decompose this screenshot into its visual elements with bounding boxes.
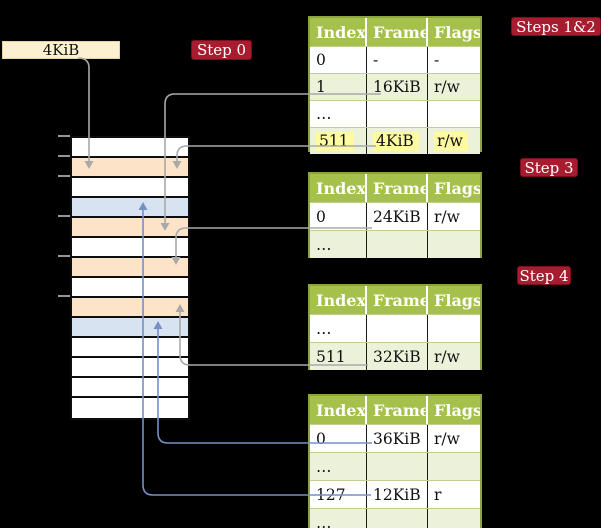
pt-row: … <box>310 100 480 127</box>
pt-header-cell-flags: Flags <box>434 22 480 42</box>
pt-cell-frame <box>367 231 428 258</box>
pt-row: 511 4KiB r/w <box>310 127 480 154</box>
pt-cell-flags: - <box>434 51 440 69</box>
pt-row: … <box>310 230 480 258</box>
pt-cell-frame: 36KiB <box>367 425 428 452</box>
physical-memory-column <box>70 136 190 420</box>
pt-cell-flags <box>428 453 480 480</box>
pt-header-cell-frame: Frame <box>367 396 428 424</box>
pt-header-cell-flags: Flags <box>434 178 480 198</box>
pt-cell-flags <box>428 509 480 528</box>
memory-frame-row-white <box>72 358 188 378</box>
pt-cell-flags <box>428 101 480 127</box>
pt-cell-flags <box>428 315 480 342</box>
pt-header-cell-index: Index <box>310 286 367 314</box>
frame-size-label: 4KiB <box>42 41 80 59</box>
pt-cell-index: … <box>310 453 367 480</box>
highlighted-value: 511 <box>316 131 354 151</box>
pt-cell-index: 1 <box>310 74 367 100</box>
memory-frame-row-white <box>72 398 188 418</box>
pt-cell-flags: r <box>434 485 442 504</box>
pt-cell-flags: r/w <box>434 78 460 96</box>
pt-cell-flags: r/w <box>434 429 460 448</box>
memory-frame-row-blue <box>72 318 188 338</box>
pt-cell-frame: 16KiB <box>367 74 428 100</box>
memory-tick <box>58 255 70 257</box>
pt-cell-index: 0 <box>310 203 367 230</box>
memory-frame-row-orange <box>72 158 188 178</box>
pt-row: 0-- <box>310 46 480 73</box>
pt-cell-frame: 24KiB <box>367 203 428 230</box>
memory-tick <box>58 295 70 297</box>
memory-tick <box>58 175 70 177</box>
pt-header-cell-index: Index <box>310 174 367 202</box>
pt-cell-index: … <box>310 315 367 342</box>
memory-frame-row-white <box>72 338 188 358</box>
pt-row: … <box>310 508 480 528</box>
pt-cell-frame <box>367 509 428 528</box>
pt-cell-frame: 32KiB <box>367 343 428 370</box>
highlighted-value: r/w <box>434 131 468 151</box>
step-label-steps-1-2: Steps 1&2 <box>511 17 601 36</box>
pt-cell-frame <box>367 315 428 342</box>
pt-cell-index: … <box>310 509 367 528</box>
pt-cell-flags <box>428 231 480 258</box>
step-label-step-4: Step 4 <box>517 266 571 285</box>
pt-cell-index: 511 <box>310 343 367 370</box>
pt-header-cell-index: Index <box>310 18 367 46</box>
pt-cell-flags: r/w <box>428 128 480 154</box>
pt-row: … <box>310 452 480 480</box>
pt-cell-flags: r/w <box>434 347 460 366</box>
pt-header-cell-flags: Flags <box>434 290 480 310</box>
pt-cell-index: 511 <box>310 128 367 154</box>
pt-cell-frame: 12KiB <box>367 481 428 508</box>
highlighted-value: 4KiB <box>373 131 419 151</box>
memory-frame-row-white <box>72 238 188 258</box>
pt-cell-index: … <box>310 231 367 258</box>
memory-frame-row-orange <box>72 258 188 278</box>
pt-header-cell-frame: Frame <box>367 18 428 46</box>
pt-cell-frame: - <box>367 47 428 73</box>
step-label-step-3: Step 3 <box>520 158 578 177</box>
memory-frame-row-white <box>72 378 188 398</box>
memory-frame-row-orange <box>72 298 188 318</box>
memory-frame-row-orange <box>72 218 188 238</box>
pt-cell-frame <box>367 453 428 480</box>
frame-size-legend-box: 4KiB <box>2 41 120 59</box>
memory-tick <box>58 135 70 137</box>
pt-cell-index: 127 <box>310 481 367 508</box>
memory-tick <box>58 215 70 217</box>
memory-frame-row-white <box>72 278 188 298</box>
memory-frame-row-white <box>72 178 188 198</box>
pt-cell-index: 0 <box>310 425 367 452</box>
pt-cell-index: 0 <box>310 47 367 73</box>
pt-header-cell-flags: Flags <box>434 400 480 420</box>
pt-header-cell-frame: Frame <box>367 174 428 202</box>
pt-row: … <box>310 314 480 342</box>
memory-frame-row-blue <box>72 198 188 218</box>
pt-cell-flags: r/w <box>434 207 460 226</box>
pt-cell-frame <box>367 101 428 127</box>
pt-header-cell-frame: Frame <box>367 286 428 314</box>
pt-header-cell-index: Index <box>310 396 367 424</box>
memory-tick <box>58 155 70 157</box>
memory-frame-row-white <box>72 138 188 158</box>
step-label-step-0: Step 0 <box>191 40 252 60</box>
pt-cell-index: … <box>310 101 367 127</box>
pt-cell-frame: 4KiB <box>367 128 428 154</box>
